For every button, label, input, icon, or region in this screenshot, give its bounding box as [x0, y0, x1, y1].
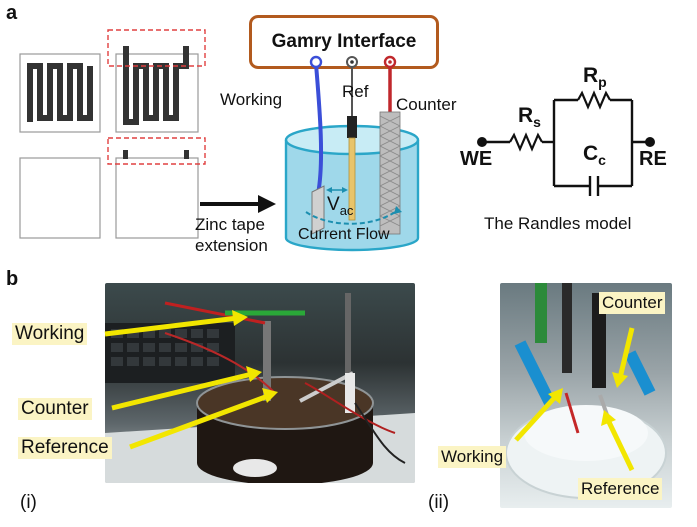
zinc-label-line1: Zinc tape	[195, 215, 265, 234]
electrochemical-cell	[284, 55, 420, 252]
arrow-counter-i	[111, 371, 253, 411]
tab-left	[123, 150, 128, 159]
photo-ii-arrows	[514, 327, 635, 472]
ref-label: Ref	[342, 82, 369, 101]
dashed-box-top	[107, 29, 206, 67]
panel-a-letter: a	[6, 2, 18, 24]
electrode-box-4	[115, 157, 199, 239]
ref-cap	[347, 116, 357, 138]
rp-label: Rp	[583, 64, 607, 91]
randles-circuit	[477, 90, 655, 196]
photo-ii	[500, 283, 672, 508]
arrow-counter-ii	[617, 327, 635, 379]
vac-label: Vac	[327, 194, 354, 218]
photo-ii-working-label: Working	[438, 446, 507, 468]
interdigitated-pattern-1	[27, 63, 93, 122]
interdigitated-pattern-2	[123, 46, 189, 125]
panel-b-letter: b	[6, 268, 19, 290]
photo-ii-counter-label: Counter	[599, 292, 666, 314]
arrow-working-i	[104, 315, 239, 337]
re-node	[645, 137, 655, 147]
gamry-interface-label: Gamry Interface	[271, 31, 417, 52]
working-plate	[311, 185, 325, 235]
ref-body	[348, 137, 356, 221]
photo-ii-roman: (ii)	[428, 492, 450, 513]
re-label: RE	[639, 148, 667, 170]
dashed-box-bottom	[107, 137, 206, 165]
working-label: Working	[220, 90, 283, 109]
electrode-patterns	[19, 29, 206, 239]
working-wire	[314, 63, 324, 195]
rs-resistor	[509, 132, 543, 152]
photo-i-reference-label: Reference	[18, 437, 112, 459]
randles-caption: The Randles model	[484, 214, 632, 233]
photo-i-working-label: Working	[12, 323, 88, 345]
counter-label: Counter	[396, 95, 457, 114]
photo-i-counter-label: Counter	[18, 398, 92, 420]
tab-right	[184, 150, 189, 159]
rs-label: Rs	[518, 104, 541, 131]
zinc-label-line2: extension	[195, 236, 268, 255]
cc-label: Cc	[583, 142, 606, 169]
zinc-arrow	[200, 195, 276, 213]
arrow-working-ii	[514, 394, 558, 442]
gamry-interface-box	[249, 15, 439, 69]
arrow-reference-i	[129, 393, 269, 450]
photo-i-roman: (i)	[20, 492, 37, 513]
current-flow-arc	[305, 209, 399, 225]
we-label: WE	[460, 148, 493, 170]
current-flow-label: Current Flow	[298, 226, 390, 243]
photo-ii-reference-label: Reference	[578, 478, 663, 500]
rp-resistor	[577, 90, 611, 110]
photo-i-arrows	[104, 310, 278, 450]
arrow-reference-ii	[605, 418, 635, 472]
electrode-box-3	[19, 157, 101, 239]
